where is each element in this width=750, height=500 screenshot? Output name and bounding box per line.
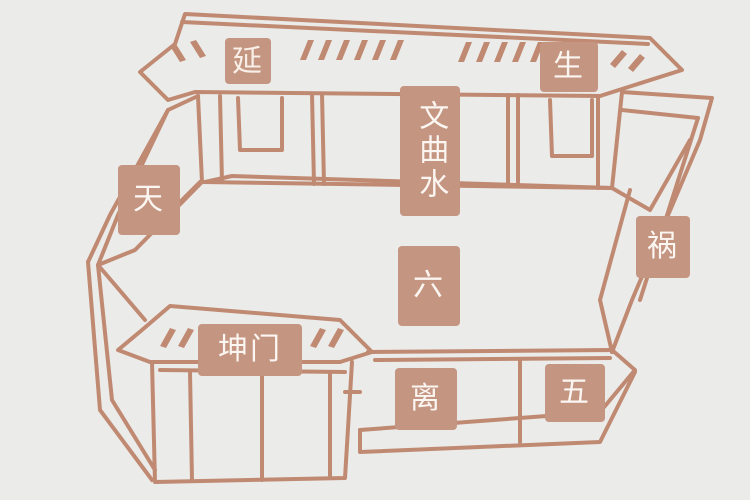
label-li: 离	[395, 368, 457, 430]
label-wu: 五	[545, 364, 605, 422]
right-wing-outer	[610, 90, 714, 354]
top-roof-ridge	[180, 20, 650, 46]
label-huo: 祸	[636, 216, 690, 278]
window-right	[548, 98, 594, 158]
window-left	[236, 96, 284, 152]
top-building-bottom	[203, 174, 614, 190]
top-roof-outline	[138, 12, 684, 102]
label-liu: 六	[398, 246, 460, 326]
gate-body	[150, 360, 354, 484]
label-wenqushui: 文曲水	[400, 86, 460, 216]
label-sheng: 生	[540, 42, 598, 92]
label-kunmen: 坤门	[198, 324, 302, 376]
label-tian: 天	[118, 165, 180, 235]
label-yan: 延	[232, 43, 264, 79]
